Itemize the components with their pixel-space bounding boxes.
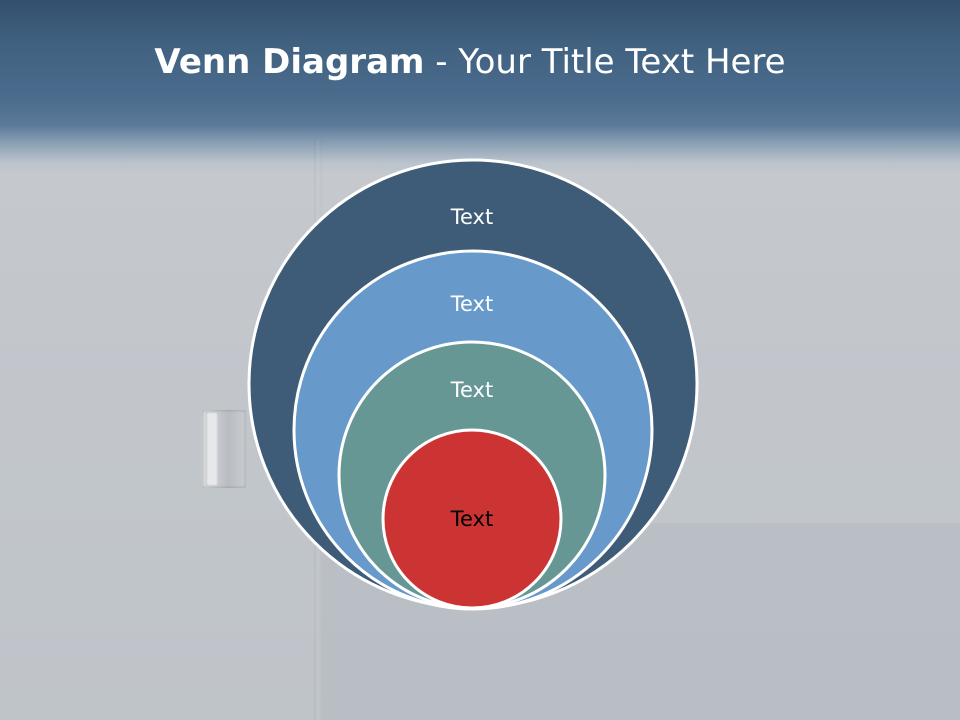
circle-second-label: Text [450, 292, 493, 316]
hinge-bar-graphic [206, 412, 218, 486]
circle-outer-label: Text [450, 205, 493, 229]
header-band [0, 0, 960, 175]
circle-third-label: Text [450, 378, 493, 402]
circle-inner-label: Text [450, 507, 493, 531]
title-rest-part: - Your Title Text Here [424, 42, 786, 82]
title-bold-part: Venn Diagram [154, 42, 425, 82]
slide-title: Venn Diagram - Your Title Text Here [0, 40, 940, 84]
circle-inner: Text [381, 428, 563, 610]
circle-inner-shape [381, 428, 563, 610]
